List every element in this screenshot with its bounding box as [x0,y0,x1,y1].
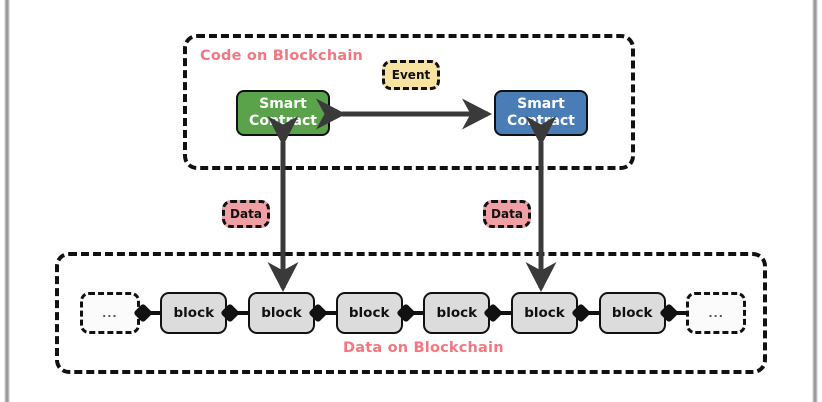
data-badge-left: Data [222,200,270,228]
page-edge-left [4,0,10,402]
smart-contract-blue-line2: Contract [507,113,575,129]
block-node: block [160,292,228,334]
block-node: block [335,292,403,334]
block-label: block [611,305,653,321]
block-ellipsis: ... [80,292,140,334]
block-label: block [524,305,565,321]
block-node: block [510,292,579,334]
smart-contract-blue-line1: Smart [517,96,565,112]
smart-contract-green[interactable]: Smart Contract [236,90,330,136]
page-edge-right [812,0,818,402]
smart-contract-blue[interactable]: Smart Contract [494,90,588,136]
block-node: block [598,292,666,334]
block-node: block [423,292,491,334]
smart-contract-green-line1: Smart [259,96,307,112]
code-region-title: Code on Blockchain [200,48,364,64]
event-badge: Event [382,60,440,90]
block-ellipsis: ... [686,292,746,334]
block-label: block [436,305,478,321]
block-label: block [261,305,302,321]
block-label: ... [102,306,118,320]
data-on-blockchain-region [55,252,767,374]
block-label: ... [708,306,724,320]
code-on-blockchain-region [183,34,635,170]
data-badge-right: Data [483,200,531,228]
smart-contract-green-line2: Contract [249,113,317,129]
block-label: block [348,305,390,321]
blockchain-chain: ... block block block block block block... [80,292,746,334]
block-label: block [173,305,215,321]
data-region-title: Data on Blockchain [343,340,504,356]
block-node: block [247,292,316,334]
